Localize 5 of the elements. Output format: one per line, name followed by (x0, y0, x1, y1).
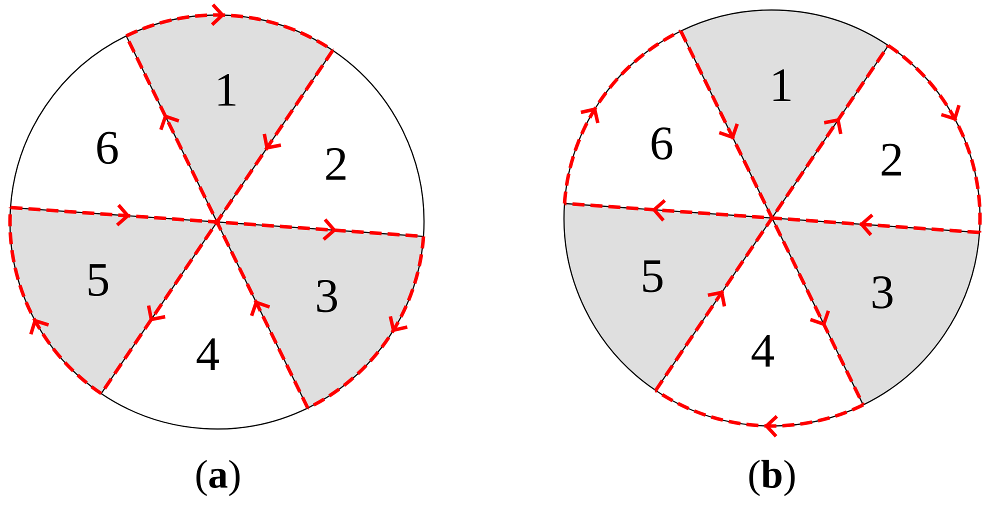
panel-label: (b) (749, 460, 795, 496)
sector: 6 (10, 35, 127, 208)
sector: 6 (564, 30, 682, 204)
sector: 2 (326, 50, 425, 236)
panel-label: (a) (196, 460, 240, 496)
